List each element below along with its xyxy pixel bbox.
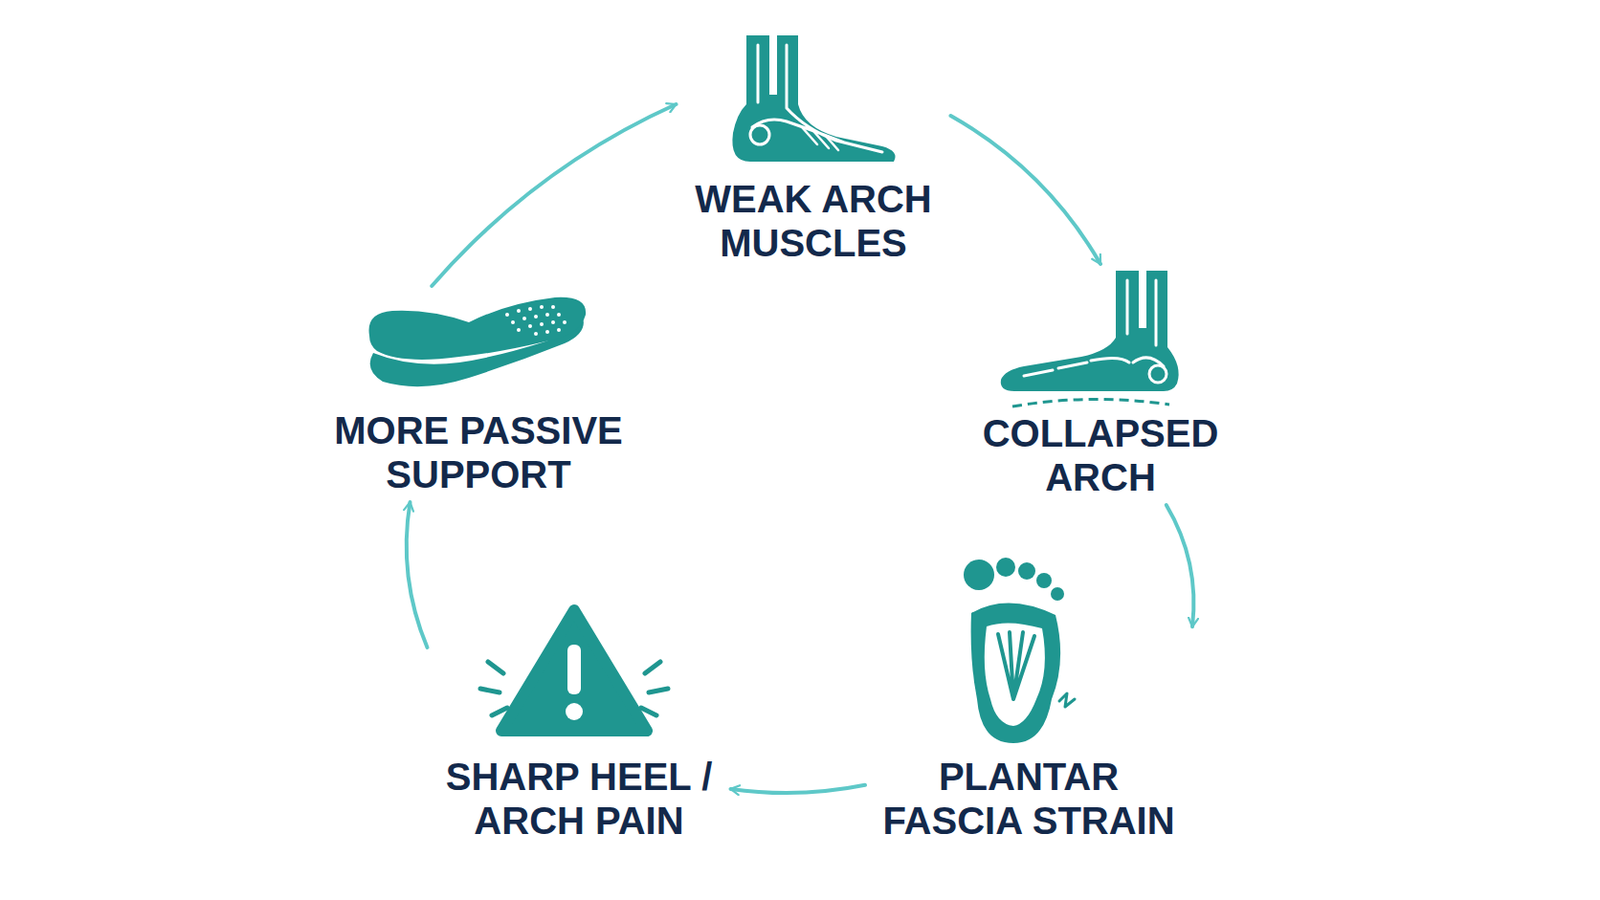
step-label: WEAK ARCH MUSCLES — [682, 177, 946, 266]
cycle-arrow — [1166, 505, 1195, 627]
warning-icon — [480, 610, 668, 732]
insole-icon — [369, 297, 587, 387]
cycle-step: MORE PASSIVE SUPPORT — [323, 291, 635, 497]
cycle-arrow — [951, 115, 1102, 265]
cycle-step: PLANTAR FASCIA STRAIN — [870, 555, 1187, 844]
cycle-step: SHARP HEEL / ARCH PAIN — [433, 599, 726, 844]
step-label: PLANTAR FASCIA STRAIN — [870, 755, 1187, 844]
step-label: SHARP HEEL / ARCH PAIN — [433, 755, 726, 844]
cycle-arrow — [731, 785, 867, 794]
cycle-arrow — [431, 104, 676, 287]
cycle-step: WEAK ARCH MUSCLES — [682, 35, 946, 266]
footprint-icon — [963, 557, 1075, 744]
step-label: COLLAPSED ARCH — [969, 411, 1233, 500]
cycle-step: COLLAPSED ARCH — [969, 269, 1233, 500]
collapsed-foot-icon — [1000, 270, 1179, 407]
foot-muscle-icon — [732, 35, 895, 162]
step-label: MORE PASSIVE SUPPORT — [323, 408, 635, 497]
cycle-arrow — [406, 502, 428, 648]
